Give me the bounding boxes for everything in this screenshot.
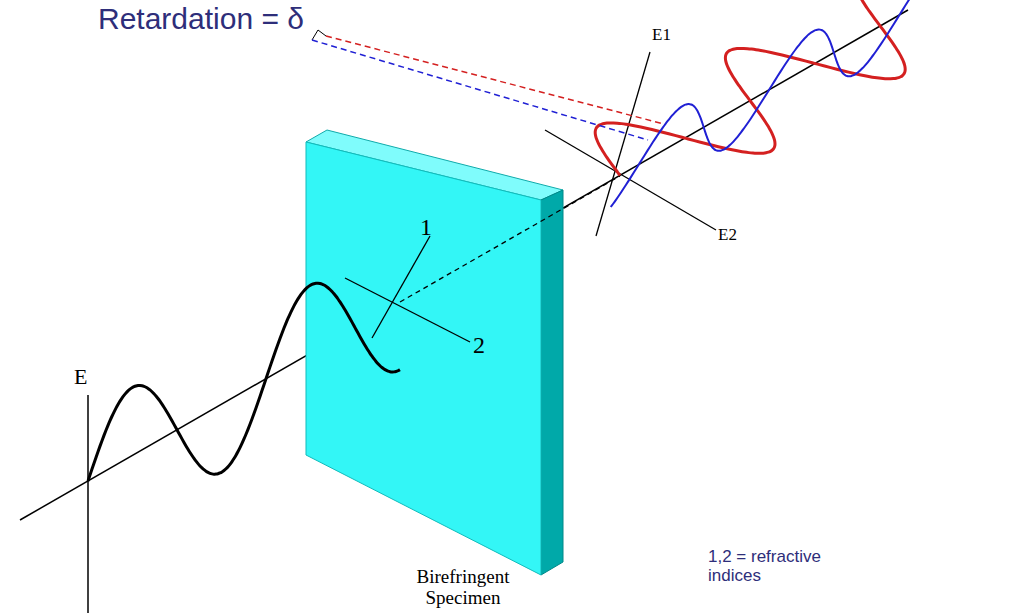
hidden-axis xyxy=(400,176,620,302)
specimen-side xyxy=(541,190,563,575)
field-label: E xyxy=(74,365,87,389)
specimen-front xyxy=(306,142,541,575)
field-label: E1 xyxy=(652,26,671,45)
axis-number: 1 xyxy=(420,214,432,240)
index-axis-1 xyxy=(372,236,430,338)
red-leader xyxy=(326,36,664,124)
field-label: E2 xyxy=(718,226,737,245)
axis-number: 2 xyxy=(473,332,485,358)
note: 1,2 = refractive indices xyxy=(708,548,858,585)
delta-bracket xyxy=(312,30,326,40)
field-axis xyxy=(87,395,89,613)
specimen-label: Birefringent Specimen xyxy=(388,567,538,609)
e1-axis xyxy=(596,52,650,236)
fast-wave xyxy=(611,0,911,207)
title: Retardation = δ xyxy=(98,2,304,35)
input-wave xyxy=(88,283,400,481)
index-axis-2 xyxy=(345,278,470,342)
waves xyxy=(88,0,911,481)
e2-axis xyxy=(545,130,716,230)
blue-leader xyxy=(312,40,648,140)
slow-wave xyxy=(595,0,905,175)
